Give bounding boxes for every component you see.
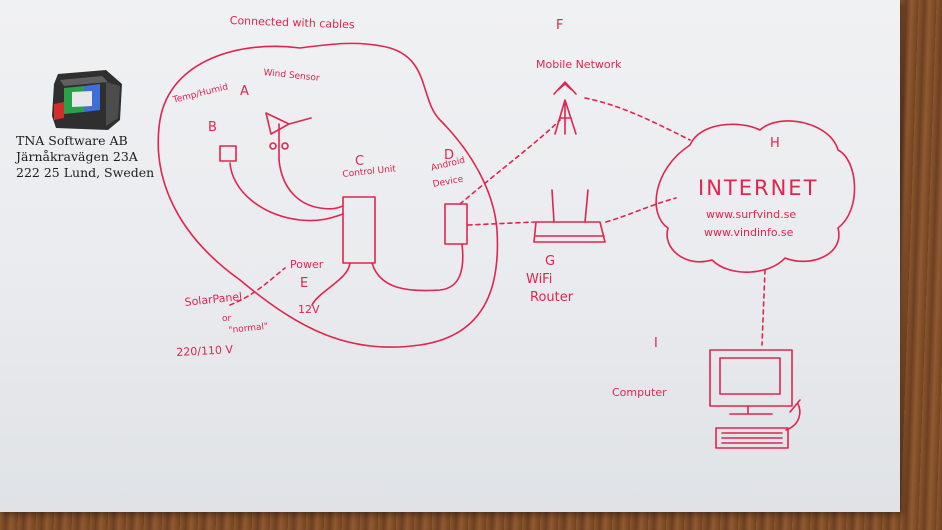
- control-unit-box: [342, 196, 376, 264]
- company-name: TNA Software AB: [16, 133, 128, 148]
- label-power: Power: [290, 258, 324, 271]
- computer-keyboard: [715, 427, 789, 449]
- temp-cable: [229, 162, 344, 222]
- power-cable: [311, 262, 351, 306]
- android-to-tower-link: [459, 119, 561, 205]
- company-logo: [52, 70, 122, 130]
- computer-screen: [719, 357, 781, 395]
- label-url-vindinfo: www.vindinfo.se: [704, 226, 794, 239]
- wind-cable: [278, 159, 344, 210]
- wind-sensor-cup: [269, 142, 277, 150]
- label-letter-c: C: [355, 154, 365, 169]
- android-device: [444, 203, 468, 245]
- label-url-surfvind: www.surfvind.se: [706, 208, 797, 221]
- internet-cloud: [655, 120, 856, 273]
- label-letter-e: E: [300, 276, 309, 291]
- solar-to-power-link: [229, 267, 286, 306]
- company-street: Järnåkravägen 23A: [16, 149, 138, 164]
- label-solar-2: or: [222, 314, 232, 324]
- computer-stand: [729, 405, 773, 415]
- label-letter-h: H: [770, 136, 780, 151]
- company-address: TNA Software AB Järnåkravägen 23A 222 25…: [16, 133, 154, 181]
- label-router: Router: [530, 290, 574, 305]
- control-to-android-cable: [371, 243, 464, 292]
- internet-to-computer-link: [761, 269, 766, 346]
- computer-mouse-cable: [785, 399, 801, 431]
- label-letter-a: A: [240, 84, 249, 99]
- android-to-router-link: [467, 221, 536, 226]
- label-letter-g: G: [545, 254, 556, 269]
- label-12v: 12V: [298, 303, 320, 316]
- router-to-internet-link: [605, 197, 677, 223]
- temp-humid-sensor: [219, 145, 237, 162]
- mobile-tower: [554, 99, 577, 135]
- wind-sensor-vane: [265, 112, 312, 135]
- company-city: 222 25 Lund, Sweden: [16, 165, 155, 180]
- label-wifi: WiFi: [526, 272, 553, 287]
- label-mobile-network: Mobile Network: [536, 58, 622, 71]
- paper-sheet: [0, 0, 900, 512]
- label-letter-i: I: [654, 336, 658, 351]
- label-internet: INTERNET: [698, 176, 819, 200]
- label-letter-d: D: [444, 148, 455, 163]
- computer-monitor: [709, 349, 793, 407]
- cabled-zone-outline: [157, 42, 499, 348]
- label-letter-f: F: [556, 18, 564, 33]
- tower-to-internet-link: [584, 97, 691, 141]
- wifi-router: [533, 221, 606, 243]
- label-computer: Computer: [612, 386, 667, 399]
- label-letter-b: B: [208, 120, 217, 135]
